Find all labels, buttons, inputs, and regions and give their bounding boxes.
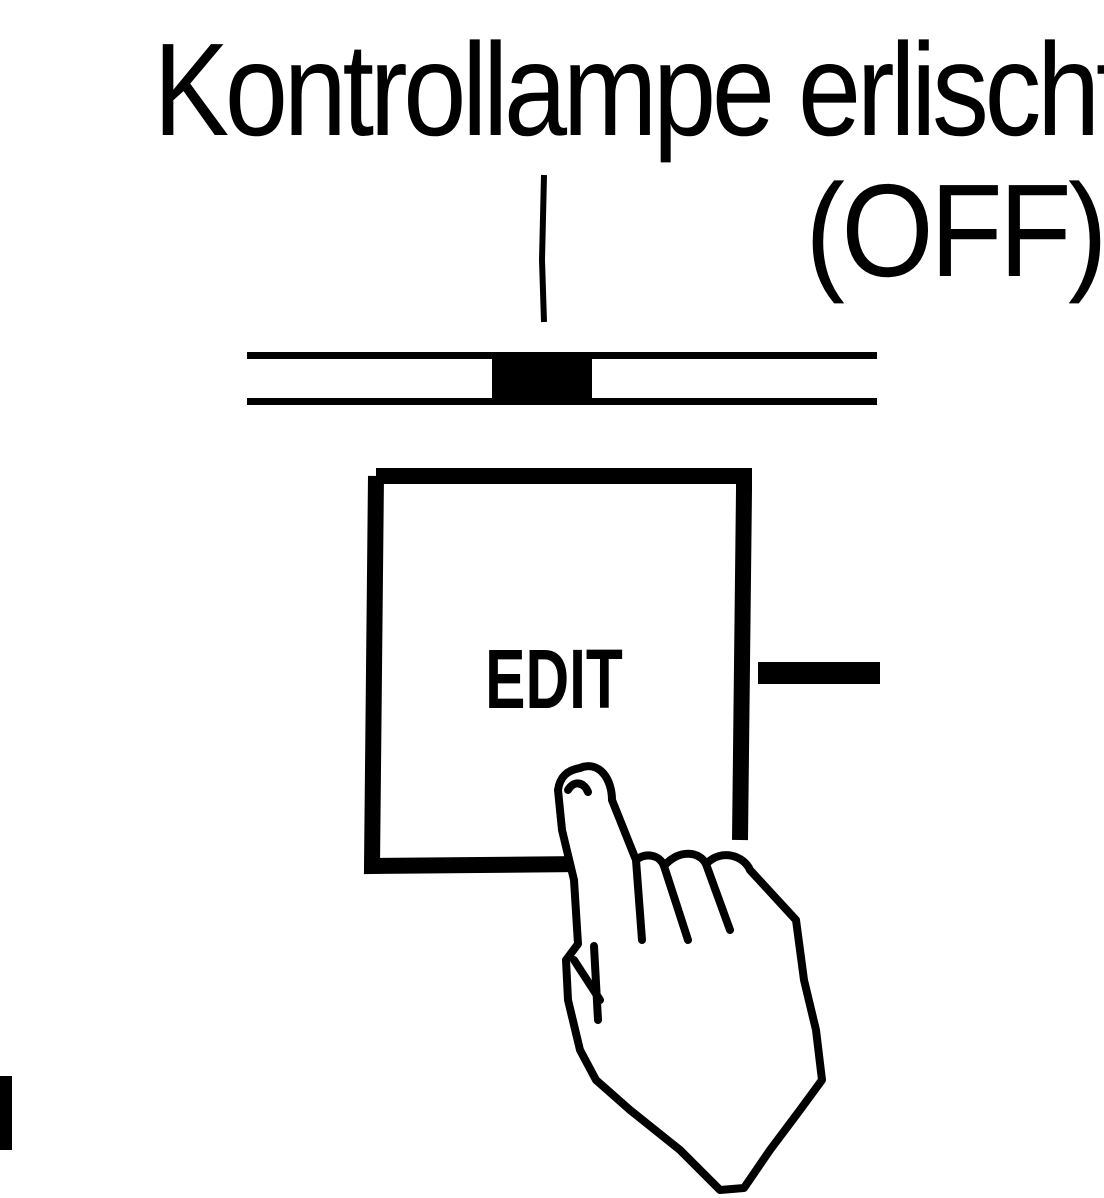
indicator-label: Kontrollampe erlischt: [153, 16, 1104, 163]
key-side-marker: [758, 662, 880, 684]
leader-line: [538, 174, 547, 323]
indicator-lamp: [492, 354, 592, 402]
indicator-state-label: (OFF): [805, 157, 1104, 304]
edit-key[interactable]: EDIT: [363, 468, 752, 875]
edit-key-label: EDIT: [485, 632, 623, 726]
pressing-hand-icon: [554, 762, 826, 1194]
corner-mark: [0, 1076, 12, 1150]
